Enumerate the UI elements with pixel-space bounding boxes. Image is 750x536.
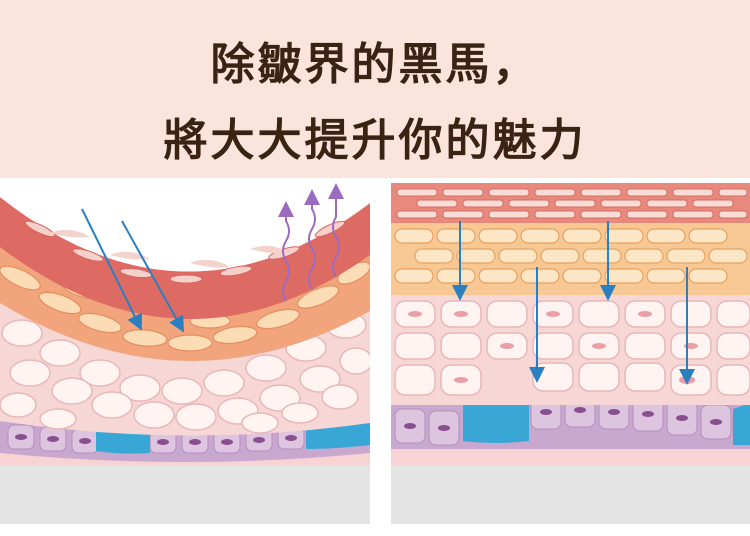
penetration-arrow xyxy=(81,208,142,331)
title-line-2: 將大大提升你的魅力 xyxy=(163,115,587,166)
wrinkled-skin-diagram xyxy=(0,183,370,524)
moisture-loss-arrow xyxy=(328,183,344,278)
dermis-base xyxy=(391,465,750,524)
moisture-loss-arrow xyxy=(278,201,294,302)
moisture-loss-arrow xyxy=(304,189,320,290)
orange-dermal-layer xyxy=(0,243,370,362)
penetration-arrow xyxy=(121,220,184,333)
smooth-skin-diagram xyxy=(391,183,750,524)
dermis-base xyxy=(0,465,370,524)
blue-basal-cells xyxy=(463,393,529,443)
red-surface-layer xyxy=(0,197,370,320)
header-banner: 除皺界的黑馬， 將大大提升你的魅力 xyxy=(0,0,750,178)
title-line-1: 除皺界的黑馬， xyxy=(210,39,540,90)
panel-divider xyxy=(370,178,391,536)
